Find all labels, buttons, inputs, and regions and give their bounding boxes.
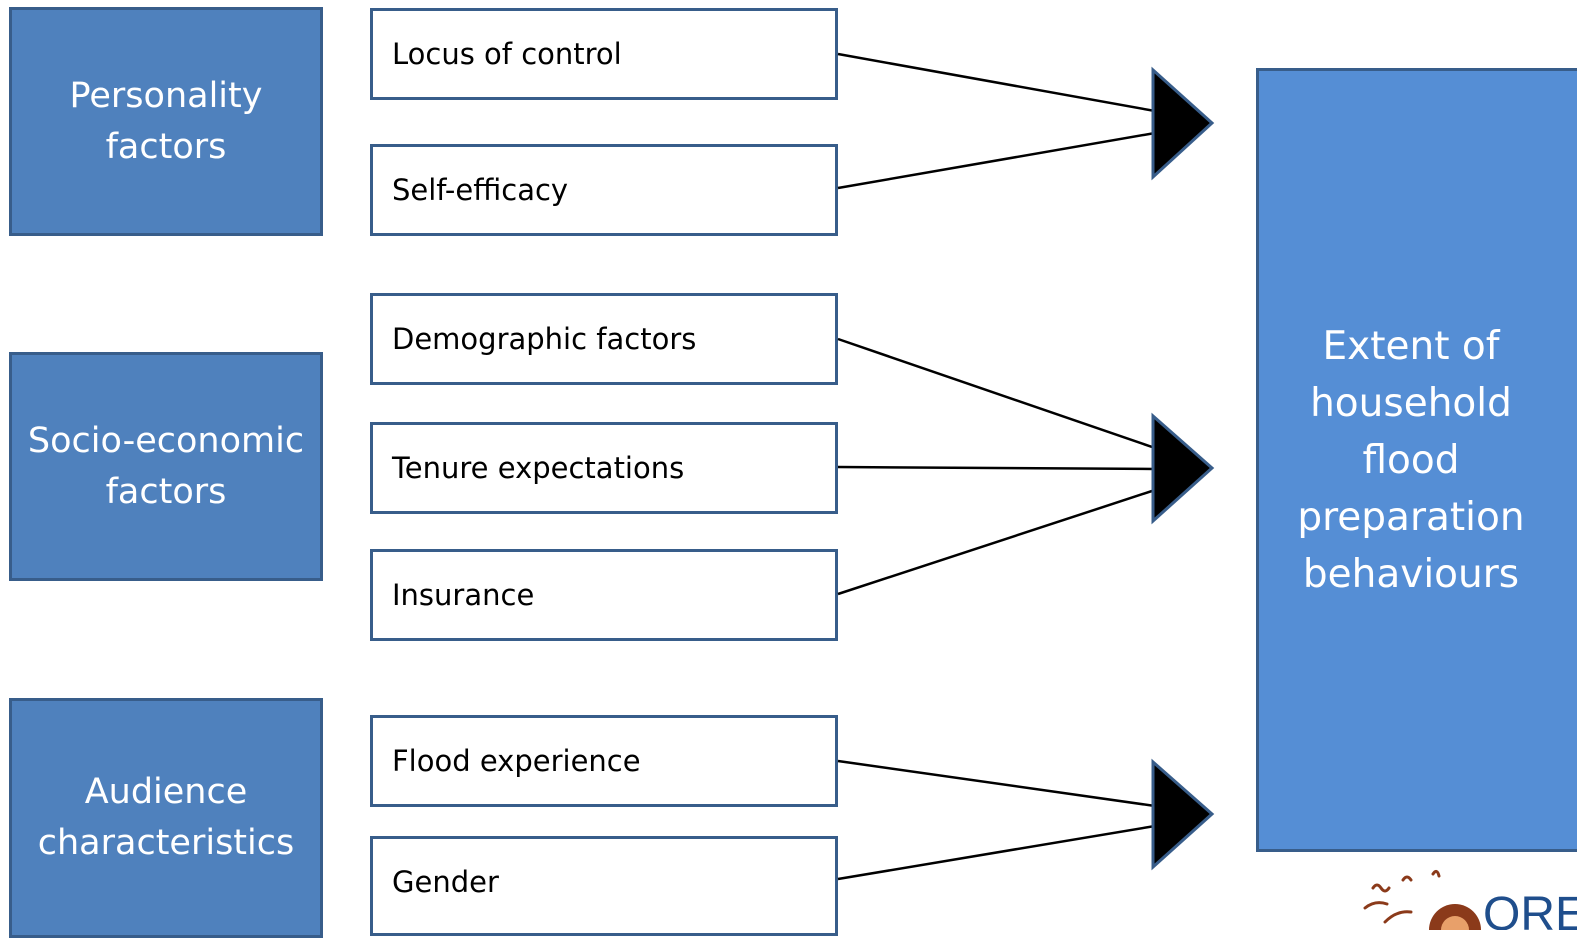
factor-insurance: Insurance [370, 549, 838, 641]
category-audience-line1: Audience [84, 772, 248, 812]
outcome-line4: preparation [1297, 494, 1525, 540]
arrowhead-audience [1151, 758, 1215, 871]
logo-text: ORE [1483, 888, 1577, 930]
factor-demographic: Demographic factors [370, 293, 838, 385]
category-personality-line1: Personality [69, 75, 263, 116]
outcome-box: Extent of household flood preparation be… [1256, 68, 1577, 852]
outcome-line1: Extent of [1322, 323, 1500, 369]
arrowhead-socio-economic [1151, 412, 1215, 525]
connector-tenure [837, 465, 1156, 471]
connector-locus [837, 52, 1156, 113]
factor-tenure-expectations: Tenure expectations [370, 422, 838, 514]
outcome-line2: household [1310, 380, 1512, 426]
factor-self-efficacy: Self-efficacy [370, 144, 838, 236]
connector-demographic [837, 337, 1156, 450]
connector-flood-experience [837, 759, 1156, 808]
arrowhead-personality [1151, 66, 1215, 181]
category-personality: Personality factors [9, 7, 323, 236]
outcome-line5: behaviours [1302, 551, 1520, 597]
category-socio-economic-line1: Socio-economic [27, 420, 305, 461]
factor-locus-of-control: Locus of control [370, 8, 838, 100]
connector-insurance [837, 488, 1156, 596]
category-audience-line2: characteristics [37, 823, 295, 863]
outcome-line3: flood [1362, 437, 1460, 483]
connector-gender [837, 824, 1156, 881]
category-personality-line2: factors [105, 126, 227, 167]
connector-self-efficacy [837, 131, 1156, 190]
logo: ORE [1363, 869, 1577, 930]
category-socio-economic: Socio-economic factors [9, 352, 323, 581]
factor-flood-experience: Flood experience [370, 715, 838, 807]
factor-gender: Gender [370, 836, 838, 936]
category-socio-economic-line2: factors [105, 471, 227, 512]
